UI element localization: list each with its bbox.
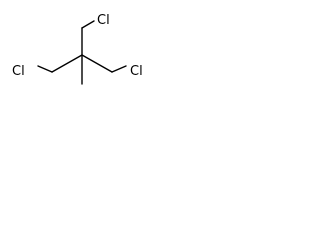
bond-right-ch2 (81, 54, 113, 73)
bond-top-cl (81, 20, 95, 29)
chlorine-right-label: Cl (130, 64, 143, 79)
chlorine-left-label: Cl (12, 64, 25, 79)
bond-lines (37, 20, 127, 85)
skeletal-formula: Cl Cl Cl (12, 13, 143, 85)
chlorine-top-label: Cl (97, 13, 110, 28)
bond-left-ch2 (51, 54, 83, 73)
bond-left-cl (37, 65, 53, 73)
bond-right-cl (111, 65, 127, 73)
chemical-structure: Cl Cl Cl (0, 0, 163, 113)
